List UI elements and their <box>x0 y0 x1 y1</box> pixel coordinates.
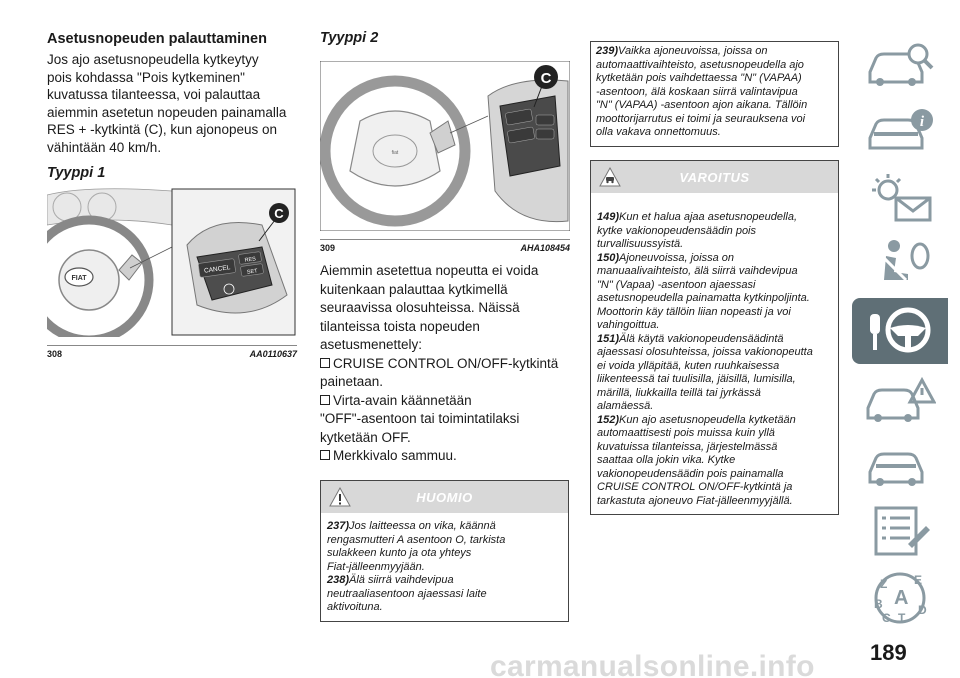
column-2-heading: Tyyppi 2 <box>320 30 570 46</box>
paragraph-line: asetusmenettely: <box>320 337 423 352</box>
callout-c: C <box>541 70 552 87</box>
car-skid-warning-icon <box>599 167 621 187</box>
bullet-box-icon <box>320 357 330 368</box>
bullet-item: Merkkivalo sammuu. <box>320 447 570 466</box>
paragraph-line: RES + -kytkintä (C), kun ajonopeus on <box>47 122 277 137</box>
index-letter: T <box>898 611 906 624</box>
car-breakdown-icon <box>866 376 936 422</box>
sidebar-tab-car-info[interactable]: i <box>852 100 948 162</box>
notice-item: 151)Älä käytä vakionopeudensäädintä ajae… <box>597 332 813 413</box>
bullet-box-icon <box>320 450 330 460</box>
notice-body: 237)Jos laitteessa on vika, käännä renga… <box>321 513 568 621</box>
steering-wheel-type2-illustration: fiat C <box>319 60 571 232</box>
car-info-icon: i <box>868 109 933 150</box>
bullet-box-icon <box>320 394 330 405</box>
index-letter: Z <box>880 577 887 591</box>
figure-308: FIAT CANCEL RES SET C 308 AA0110637 <box>24 185 297 359</box>
notice-item: 238)Älä siirrä vaihdevipua neutraaliasen… <box>327 574 487 613</box>
svg-text:fiat: fiat <box>392 150 399 156</box>
car-magnifier-icon <box>868 43 934 86</box>
column-2-text: Aiemmin asetettua nopeutta ei voida kuit… <box>320 262 570 466</box>
figure-code: AHA108454 <box>520 243 570 253</box>
sidebar-tab-technical-data[interactable] <box>852 500 948 562</box>
key-steering-wheel-icon <box>870 307 931 353</box>
notice-item: 237)Jos laitteessa on vika, käännä renga… <box>327 520 506 573</box>
section-heading: Asetusnopeuden palauttaminen <box>47 31 267 47</box>
paragraph-line: Jos ajo asetusnopeudella kytkeytyy <box>47 52 259 67</box>
notice-body: 149)Kun et halua ajaa asetusnopeudella, … <box>591 193 838 514</box>
cancel-button-label: CANCEL <box>204 264 231 275</box>
chapter-sidebar: i <box>852 34 948 632</box>
sidebar-tab-safety[interactable] <box>852 232 948 294</box>
figure-caption: 309 AHA108454 <box>320 239 570 253</box>
steering-wheel-type1-illustration: FIAT CANCEL RES SET C <box>24 185 297 345</box>
sidebar-tab-index[interactable]: Z E A B C T D <box>852 566 948 628</box>
paragraph-line: vähintään 40 km/h. <box>47 139 162 155</box>
alphabet-index-icon: Z E A B C T D <box>874 572 927 624</box>
notice-item: 149)Kun et halua ajaa asetusnopeudella, … <box>597 211 798 250</box>
bullet-item: Virta-avain käännetään "OFF"-asentoon ta… <box>320 392 520 445</box>
figure-caption: 308 AA0110637 <box>47 345 297 359</box>
sidebar-tab-warning-lights[interactable] <box>852 166 948 228</box>
warning-triangle-icon <box>329 487 351 507</box>
paragraph-line: kuvatussa tilanteessa, voi palauttaa <box>47 87 261 102</box>
paragraph-line: Aiemmin asetettua nopeutta ei voida <box>320 263 539 278</box>
huomio-notice: HUOMIO 237)Jos laitteessa on vika, käänn… <box>320 480 569 622</box>
fiat-logo: FIAT <box>71 275 87 282</box>
sidebar-tab-car-magnifier[interactable] <box>852 34 948 96</box>
paragraph-line: seuraavissa olosuhteissa. Näissä <box>320 300 520 315</box>
figure-number: 309 <box>320 243 336 253</box>
index-letter: A <box>894 587 908 609</box>
warning-light-mail-icon <box>872 174 932 222</box>
paragraph-line: aiemmin asetetun nopeuden painamalla <box>47 104 287 120</box>
figure-309: fiat C 309 AHA108454 <box>319 60 571 253</box>
notice-title: VAROITUS <box>679 169 750 185</box>
checklist-icon <box>874 506 930 556</box>
svg-text:i: i <box>920 114 925 130</box>
index-letter: B <box>874 597 883 611</box>
figure-code: AA0110637 <box>249 349 297 359</box>
index-letter: D <box>918 603 927 617</box>
page-number: 189 <box>870 640 907 665</box>
bullet-item: CRUISE CONTROL ON/OFF-kytkintä painetaan… <box>320 355 559 389</box>
watermark: carmanualsonline.info <box>490 650 815 678</box>
type-2-heading: Tyyppi 2 <box>320 30 379 46</box>
note-box-239: 239)Vaikka ajoneuvoissa, joissa on autom… <box>590 41 839 147</box>
sidebar-tab-starting-driving[interactable] <box>852 298 948 364</box>
index-letter: E <box>914 573 922 587</box>
paragraph-line: kuitenkaan palauttaa kytkimellä <box>320 281 508 297</box>
notice-header: VAROITUS <box>591 161 838 193</box>
set-button-label: SET <box>247 268 259 276</box>
paragraph-line: pois kohdassa "Pois kytkeminen" <box>47 69 245 85</box>
callout-c: C <box>274 206 284 221</box>
car-service-icon <box>868 452 924 486</box>
seat-airbag-icon <box>878 240 930 282</box>
res-button-label: RES <box>244 256 256 264</box>
notice-title: HUOMIO <box>416 489 473 505</box>
notice-item: 152)Kun ajo asetusnopeudella kytketään a… <box>597 413 796 507</box>
sidebar-tab-emergency[interactable] <box>852 368 948 430</box>
paragraph-line: tilanteissa toista nopeuden <box>320 318 480 334</box>
section-paragraph: Jos ajo asetusnopeudella kytkeytyy pois … <box>47 51 299 156</box>
varoitus-notice: VAROITUS 149)Kun et halua ajaa asetusnop… <box>590 160 839 515</box>
type-1-heading: Tyyppi 1 <box>47 165 106 181</box>
sidebar-tab-maintenance[interactable] <box>852 434 948 496</box>
notice-header: HUOMIO <box>321 481 568 513</box>
figure-number: 308 <box>47 349 63 359</box>
column-1: Asetusnopeuden palauttaminen Jos ajo ase… <box>47 30 299 181</box>
index-letter: C <box>882 611 891 624</box>
notice-item: 150)Ajoneuvoissa, joissa on manuaalivaih… <box>597 251 810 332</box>
